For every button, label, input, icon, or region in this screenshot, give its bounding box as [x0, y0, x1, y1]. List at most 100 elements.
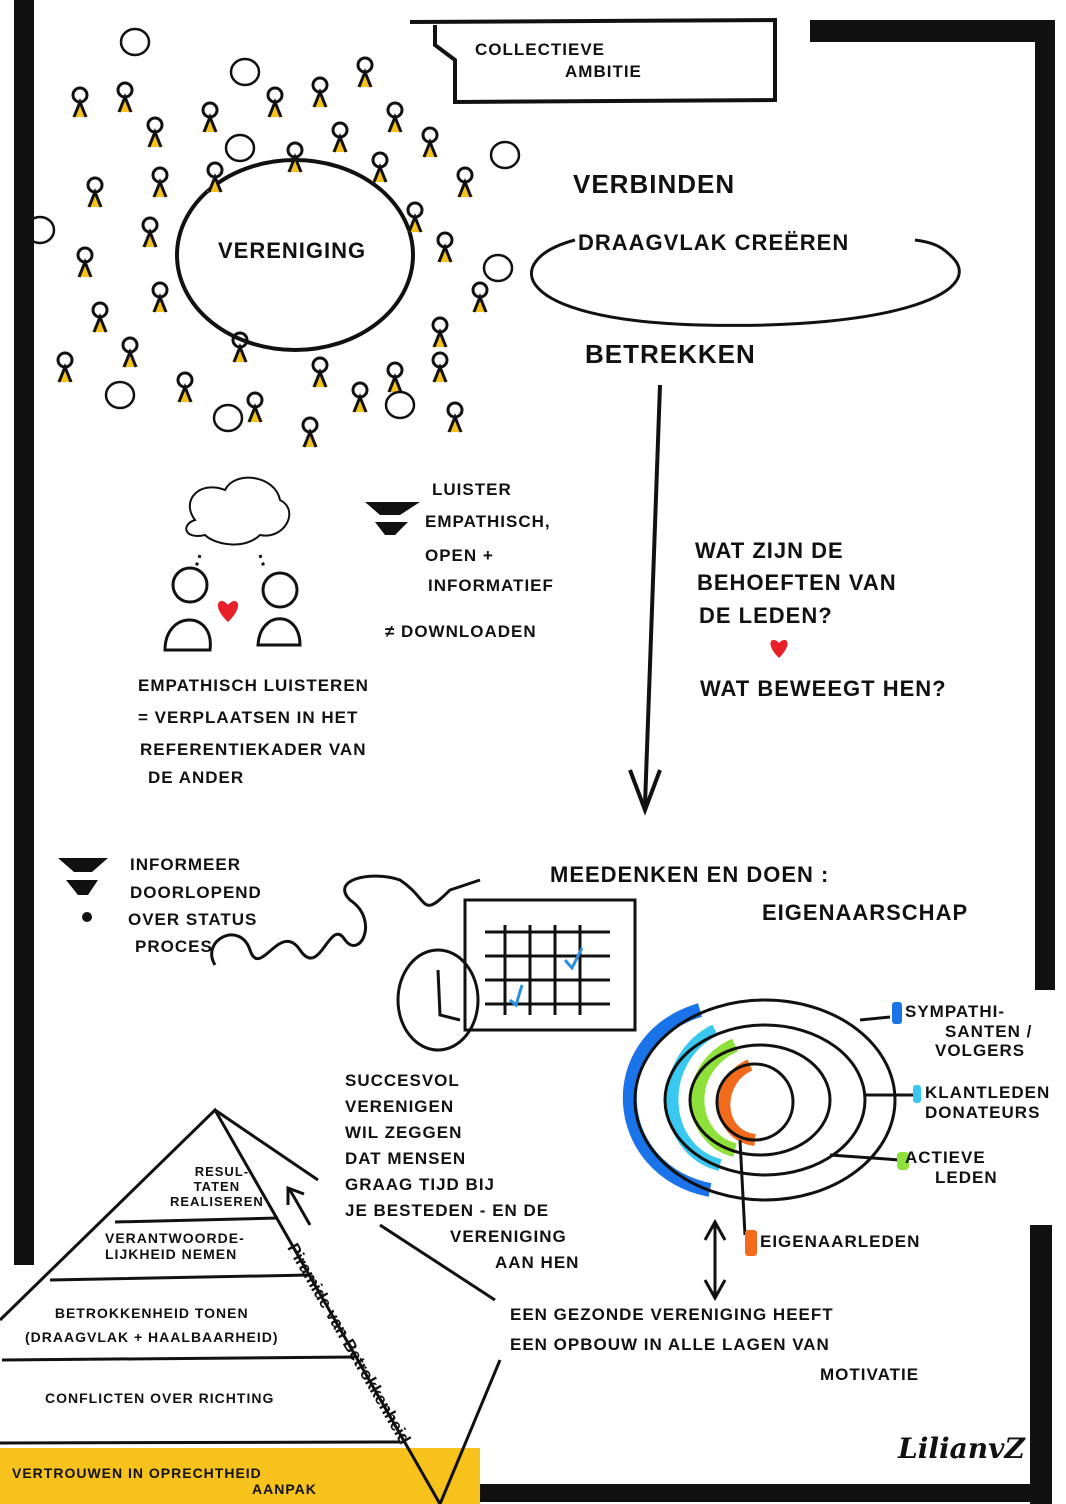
person-icon	[146, 116, 164, 148]
person-icon	[421, 126, 439, 158]
person-icon	[56, 351, 74, 383]
squiggle-path	[210, 874, 481, 966]
person-icon	[311, 76, 329, 108]
goal-verbinden: Verbinden	[573, 169, 736, 199]
pyramid-level-5: Vertrouwen in oprechtheid aanpak	[12, 1465, 317, 1498]
funnel-icon	[58, 858, 108, 895]
conclusion-text: Een gezonde vereniging heeft een opbouw …	[510, 1305, 920, 1384]
listen-line: Luister	[432, 480, 512, 499]
person-icon	[76, 246, 94, 278]
heart-icon	[217, 601, 239, 622]
goal-betrekken: Betrekken	[585, 339, 756, 369]
person-icon	[141, 216, 159, 248]
person-icon	[331, 121, 349, 153]
listen-line: empathisch,	[425, 512, 551, 531]
person-icon	[371, 151, 389, 183]
speech-bubble-icon	[119, 27, 151, 57]
definition-line: Empathisch luisteren	[138, 676, 369, 695]
listen-line: ≠ downloaden	[385, 622, 537, 641]
frame-left	[14, 0, 34, 1265]
question-2: Wat beweegt hen?	[700, 676, 947, 701]
pyramid-base-highlight	[0, 1448, 480, 1504]
title-line-2: Ambitie	[565, 62, 642, 81]
speech-bubble-icon	[482, 253, 514, 283]
speech-bubble-icon	[229, 57, 261, 87]
definition-line: = verplaatsen in het	[138, 708, 359, 727]
pyramid	[0, 1107, 502, 1504]
question-line: Wat zijn de	[695, 538, 844, 563]
person-icon	[406, 201, 424, 233]
success-text: Succesvol verenigen wil zeggen dat mense…	[345, 1071, 580, 1272]
two-people-icon	[163, 476, 302, 652]
person-icon	[91, 301, 109, 333]
pyramid-level-1: Resul- taten realiseren	[170, 1164, 264, 1209]
person-icon	[301, 416, 319, 448]
person-icon	[121, 336, 139, 368]
frame-right-bottom	[1030, 1225, 1052, 1504]
person-icon	[266, 86, 284, 118]
heart-icon	[770, 639, 788, 658]
goal-draagvlak: Draagvlak creëren	[578, 230, 850, 255]
definition-line: de ander	[148, 768, 245, 787]
people-crowd	[24, 27, 521, 448]
calendar-icon	[463, 898, 637, 1032]
person-icon	[231, 331, 249, 363]
arrow-down	[628, 384, 662, 816]
speech-bubble-icon	[104, 380, 136, 410]
ring-label-sympathisanten: Sympathi- santen / volgers	[905, 1002, 1033, 1061]
person-icon	[151, 166, 169, 198]
person-icon	[386, 361, 404, 393]
listen-line: open +	[425, 546, 494, 565]
frame-right	[1035, 20, 1055, 990]
definition-line: referentiekader van	[140, 740, 367, 759]
signature: LilianvZ	[898, 1432, 1025, 1465]
ring-label-actieve-leden: Actieve leden	[905, 1148, 998, 1187]
ring-label-eigenaarleden: Eigenaarleden	[760, 1232, 921, 1251]
person-icon	[286, 141, 304, 173]
inform-line: over status	[128, 910, 258, 929]
speech-bubble-icon	[24, 215, 56, 245]
person-icon	[311, 356, 329, 388]
vereniging-label: Vereniging	[218, 238, 367, 263]
person-icon	[71, 86, 89, 118]
question-line: de leden?	[699, 603, 833, 628]
frame-top-right	[810, 20, 1055, 42]
person-icon	[116, 81, 134, 113]
pyramid-level-4: Conflicten over richting	[45, 1390, 275, 1406]
person-icon	[206, 161, 224, 193]
listen-line: informatief	[428, 576, 554, 595]
motivation-rings	[622, 998, 915, 1302]
person-icon	[456, 166, 474, 198]
person-icon	[151, 281, 169, 313]
person-icon	[201, 101, 219, 133]
speech-bubble-icon	[224, 133, 256, 163]
participate-line-2: Eigenaarschap	[762, 900, 969, 925]
person-icon	[86, 176, 104, 208]
speech-bubble-icon	[384, 390, 416, 420]
title-line-1: Collectieve	[475, 40, 606, 59]
pyramid-level-2: Verantwoorde- lijkheid nemen	[105, 1230, 245, 1263]
person-icon	[431, 316, 449, 348]
participate-line-1: Meedenken en doen :	[550, 862, 830, 887]
title-box	[409, 17, 777, 105]
person-icon	[386, 101, 404, 133]
inform-line: proces	[135, 937, 213, 956]
person-icon	[356, 56, 374, 88]
frame-bottom	[465, 1484, 1050, 1502]
person-icon	[176, 371, 194, 403]
inform-line: doorlopend	[130, 883, 262, 902]
speech-bubble-icon	[212, 403, 244, 433]
funnel-icon	[365, 502, 420, 535]
question-line: behoeften van	[697, 570, 897, 595]
person-icon	[446, 401, 464, 433]
person-icon	[246, 391, 264, 423]
clock-icon	[396, 948, 480, 1052]
person-icon	[431, 351, 449, 383]
inform-line: Informeer	[130, 855, 241, 874]
ring-label-klantleden: Klantleden donateurs	[925, 1083, 1051, 1122]
person-icon	[436, 231, 454, 263]
draagvlak-ellipse	[529, 238, 961, 327]
person-icon	[351, 381, 369, 413]
speech-bubble-icon	[489, 140, 521, 170]
